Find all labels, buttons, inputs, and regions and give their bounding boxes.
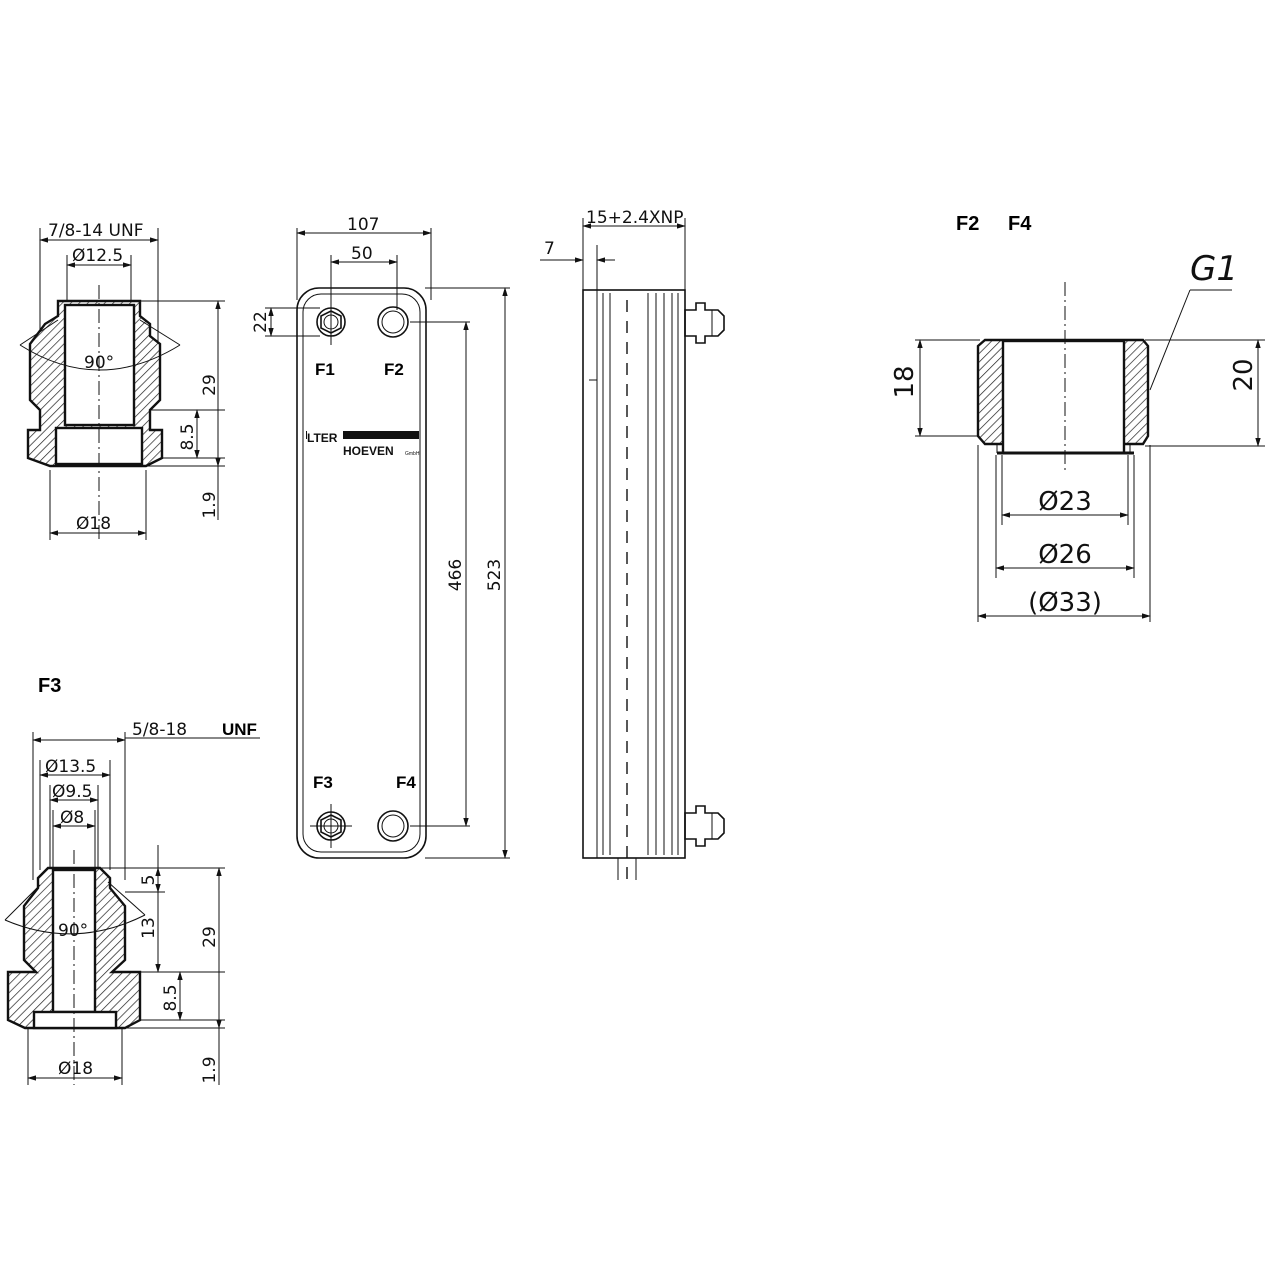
port-label-f1: F1 [315, 360, 335, 379]
thread-label: 7/8-14 UNF [48, 221, 143, 241]
port-spacing-label: 50 [351, 244, 373, 264]
shoulder-label: 8.5 [178, 423, 198, 450]
height-label: 29 [200, 926, 220, 948]
base-gap-label: 1.9 [200, 1056, 220, 1083]
base-gap-label: 1.9 [200, 491, 220, 518]
height-label: 29 [200, 374, 220, 396]
port-label-f4: F4 [396, 773, 416, 792]
label-f4: F4 [1008, 213, 1032, 235]
d-outer-label: (Ø33) [1028, 588, 1102, 618]
shoulder-label: 8.5 [161, 984, 181, 1011]
d3-label: Ø8 [60, 808, 84, 828]
plate-side-view: 15+2.4XNP 7 [540, 208, 725, 880]
offset-label: 7 [544, 239, 555, 259]
base-diameter-label: Ø18 [76, 514, 111, 534]
port-label-f2: F2 [384, 360, 404, 379]
thread-unit-label: UNF [222, 720, 257, 739]
height-18-label: 18 [890, 365, 920, 398]
chamfer-angle-label: 90° [58, 921, 88, 941]
label-f2: F2 [956, 213, 979, 235]
height-label-523: 523 [485, 559, 505, 591]
fitting-f2-f4: F2 F4 G1 18 20 Ø23 Ø26 (Ø33) [890, 213, 1265, 622]
top-label: 5 [139, 875, 159, 886]
label-f3: F3 [38, 675, 61, 697]
fitting-top-left: 7/8-14 UNF Ø12.5 90° Ø18 29 8.5 1.9 [19, 221, 225, 540]
svg-text:LTER: LTER [307, 431, 338, 445]
depth-label: 15+2.4XNP [586, 208, 684, 228]
height-20-label: 20 [1229, 358, 1259, 391]
port-offset-label: 22 [251, 311, 271, 333]
port-label-f3: F3 [313, 773, 333, 792]
d-inner-label: Ø23 [1038, 487, 1092, 517]
thread-label: 5/8-18 [132, 720, 187, 740]
d2-label: Ø9.5 [52, 782, 92, 802]
mid-label: 13 [139, 917, 159, 939]
port-centers-label: 466 [446, 559, 466, 591]
width-label: 107 [347, 215, 379, 235]
bore-diameter-label: Ø12.5 [72, 246, 123, 266]
chamfer-angle-label: 90° [84, 353, 114, 373]
thread-g1-label: G1 [1190, 249, 1238, 289]
svg-text:GmbH: GmbH [405, 451, 420, 457]
manufacturer-logo: LTER HOEVEN GmbH [306, 431, 420, 458]
fitting-f3: F3 5/8-18 UNF [4, 675, 260, 1085]
d-mid-label: Ø26 [1038, 540, 1092, 570]
svg-text:HOEVEN: HOEVEN [343, 444, 394, 458]
d1-label: Ø13.5 [45, 757, 96, 777]
base-diameter-label: Ø18 [58, 1059, 93, 1079]
plate-front-view: F1 F2 F3 F4 LTER HOEVEN GmbH 107 50 22 4… [251, 215, 510, 859]
